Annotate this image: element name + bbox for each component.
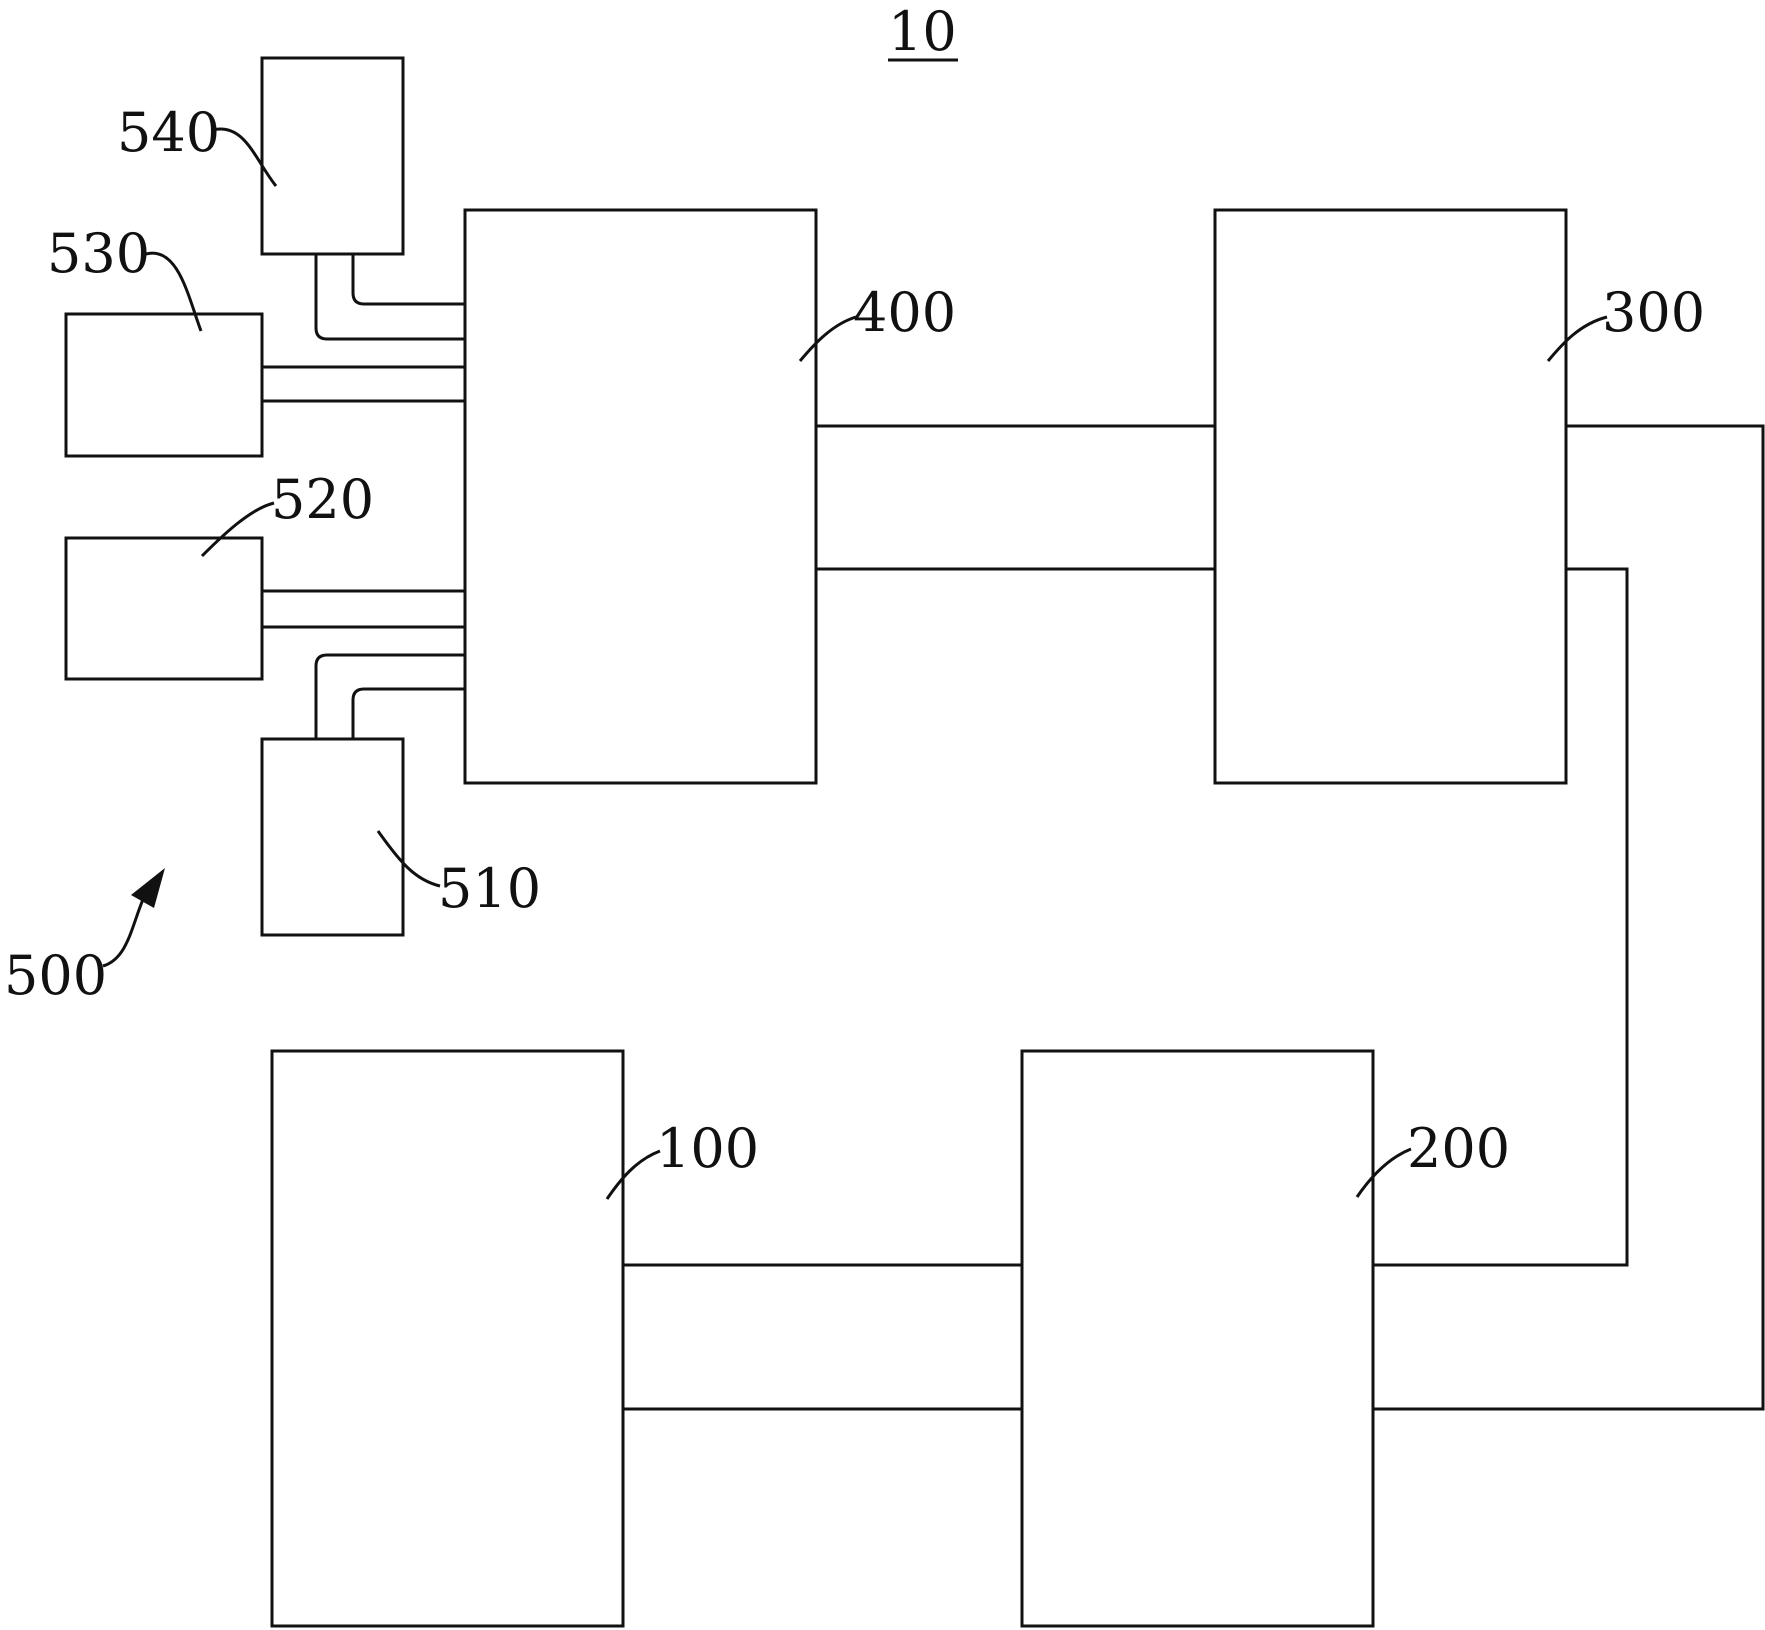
label-510: 510	[438, 857, 541, 920]
label-540: 540	[117, 101, 220, 164]
label-300: 300	[1602, 281, 1705, 344]
leader-530	[145, 251, 203, 332]
leader-510	[376, 830, 441, 888]
leader-100	[605, 1149, 661, 1200]
wire-510-400-b	[351, 687, 465, 739]
block-400	[463, 208, 818, 785]
leader-540	[211, 127, 278, 187]
leader-200	[1355, 1147, 1412, 1198]
label-500: 500	[4, 944, 107, 1007]
wire-540-400-b	[314, 254, 465, 341]
block-510	[260, 737, 405, 937]
label-100: 100	[656, 1117, 759, 1180]
arrowhead-500	[131, 868, 165, 908]
block-530	[64, 312, 264, 458]
block-200	[1020, 1049, 1375, 1628]
label-520: 520	[271, 468, 374, 531]
block-540	[260, 56, 405, 256]
leader-400	[798, 315, 857, 362]
wire-510-400-a	[314, 653, 465, 739]
block-300	[1213, 208, 1568, 785]
label-530: 530	[47, 222, 150, 285]
label-400: 400	[853, 281, 956, 344]
leader-300	[1546, 315, 1608, 362]
block-520	[64, 536, 264, 681]
figure-title: 10	[888, 0, 957, 63]
wire-300-200-inner	[1373, 567, 1629, 1267]
leader-520	[200, 501, 275, 558]
block-100	[270, 1049, 625, 1628]
wire-300-200-outer	[1373, 424, 1765, 1411]
label-200: 200	[1407, 1117, 1510, 1180]
wire-540-400-a	[351, 254, 465, 306]
